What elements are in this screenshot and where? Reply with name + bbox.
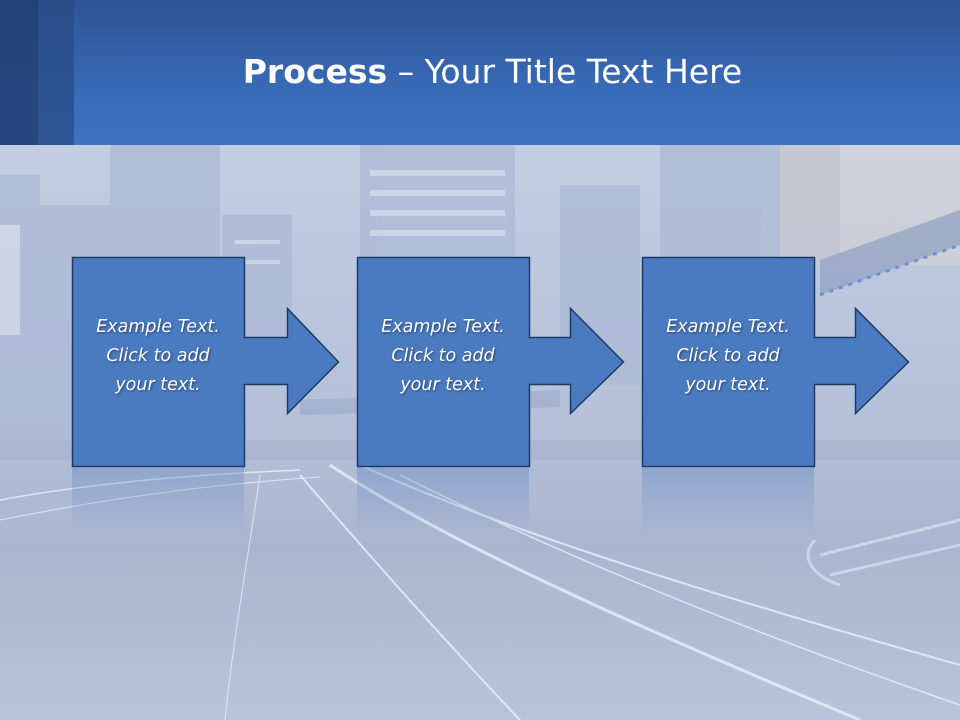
step-3-text[interactable]: Example Text. Click to add your text. (642, 313, 814, 400)
title-bar-accent-stripe-secondary (38, 0, 74, 145)
step-2-line-3: your text. (400, 375, 486, 395)
step-3-line-2: Click to add (676, 346, 780, 366)
step-1-line-2: Click to add (106, 346, 210, 366)
process-arrow-box-2 (356, 256, 625, 468)
step-3-line-3: your text. (685, 375, 771, 395)
process-step-2[interactable]: Example Text. Click to add your text. (356, 256, 697, 468)
step-3-line-1: Example Text. (666, 317, 790, 337)
slide-title[interactable]: Process – Your Title Text Here (0, 52, 960, 91)
step-1-line-3: your text. (115, 375, 201, 395)
process-step-1[interactable]: Example Text. Click to add your text. (71, 256, 412, 468)
step-1-reflection (72, 467, 244, 537)
step-2-line-1: Example Text. (381, 317, 505, 337)
step-1-line-1: Example Text. (96, 317, 220, 337)
step-2-line-2: Click to add (391, 346, 495, 366)
step-2-reflection (357, 467, 529, 537)
step-2-text[interactable]: Example Text. Click to add your text. (357, 313, 529, 400)
step-1-text[interactable]: Example Text. Click to add your text. (72, 313, 244, 400)
title-bar-accent-stripe (0, 0, 38, 145)
process-arrow-box-3 (641, 256, 910, 468)
slide-title-bold: Process (242, 52, 388, 91)
title-bar: Process – Your Title Text Here (0, 0, 960, 145)
process-step-3[interactable]: Example Text. Click to add your text. (641, 256, 960, 468)
process-arrow-box-1 (71, 256, 340, 468)
step-3-reflection (642, 467, 814, 537)
slide-title-rest: – Your Title Text Here (387, 52, 743, 91)
